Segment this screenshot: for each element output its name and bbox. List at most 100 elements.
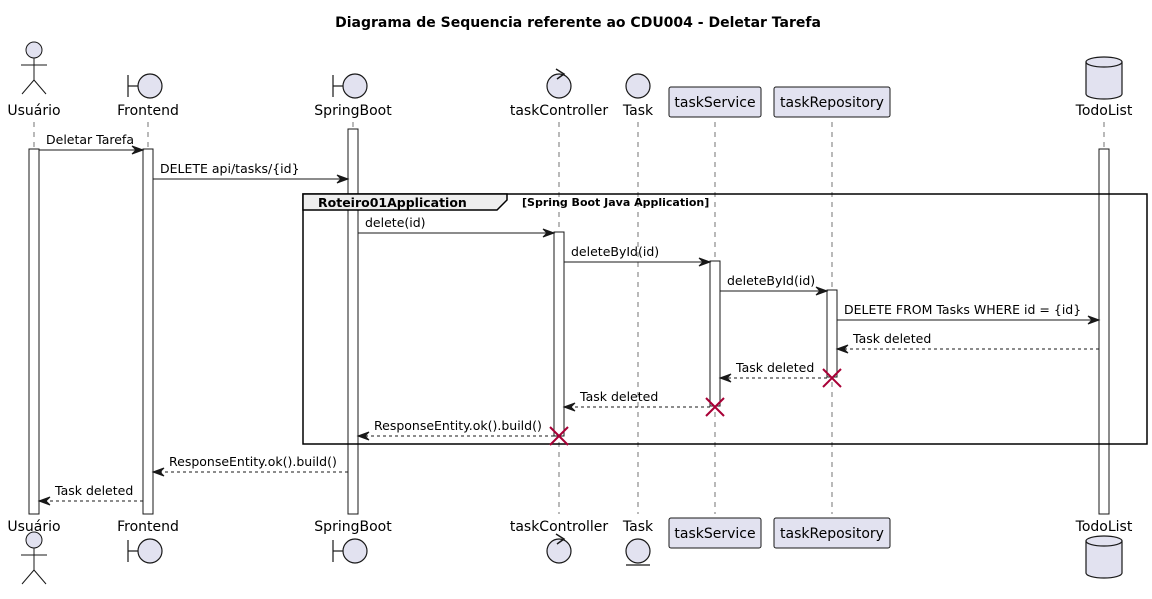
message-11: ResponseEntity.ok().build() xyxy=(151,454,348,477)
participant-label: Frontend xyxy=(117,103,179,119)
arrowhead xyxy=(835,344,849,354)
destroy-stroke xyxy=(822,368,842,388)
arrowhead xyxy=(698,257,712,267)
participant-label: Frontend xyxy=(117,519,179,535)
participant-box xyxy=(773,517,891,549)
actor-icon xyxy=(21,531,47,585)
destroy-mark xyxy=(822,368,842,388)
participant-label: Task xyxy=(622,103,654,119)
actor-leg xyxy=(21,569,35,585)
participant-taskrepository: taskRepository taskRepository xyxy=(773,86,891,549)
control-circle xyxy=(546,73,572,99)
actor-leg xyxy=(21,79,35,95)
participant-label: Task xyxy=(622,519,654,535)
arrowhead xyxy=(151,467,165,477)
participant-taskservice: taskService taskService xyxy=(668,86,762,549)
arrowhead xyxy=(356,431,370,441)
fragment-header xyxy=(302,193,508,211)
fragment-border xyxy=(302,193,1148,445)
message-5: deleteById(id) xyxy=(720,273,829,296)
diagram-title: Diagrama de Sequencia referente ao CDU00… xyxy=(335,15,821,31)
destroy-marks xyxy=(549,368,842,446)
message-label: DELETE api/tasks/{id} xyxy=(160,161,300,176)
message-label: Task deleted xyxy=(735,360,814,375)
participant-label: taskRepository xyxy=(780,95,884,111)
entity-circle xyxy=(625,73,651,99)
arrowhead xyxy=(37,496,51,506)
arrowhead xyxy=(1087,315,1101,325)
boundary-icon xyxy=(127,538,163,564)
message-label: Deletar Tarefa xyxy=(46,132,134,147)
message-label: ResponseEntity.ok().build() xyxy=(374,418,542,433)
participant-label: taskService xyxy=(674,95,755,111)
participant-box xyxy=(668,517,762,549)
actor-leg xyxy=(33,79,47,95)
entity-icon xyxy=(625,538,651,566)
destroy-mark xyxy=(549,426,569,446)
database-top xyxy=(1085,535,1123,547)
message-label: DELETE FROM Tasks WHERE id = {id} xyxy=(844,302,1081,317)
participant-label: taskService xyxy=(674,526,755,542)
arrowhead xyxy=(131,145,145,155)
message-10: ResponseEntity.ok().build() xyxy=(356,418,554,441)
message-label: ResponseEntity.ok().build() xyxy=(169,454,337,469)
message-4: deleteById(id) xyxy=(564,244,712,267)
activation-bar-taskcontroller xyxy=(553,231,565,437)
activation-bar-taskrepository xyxy=(826,289,838,378)
actor-icon xyxy=(21,41,47,95)
database-icon xyxy=(1085,535,1123,579)
message-1: Deletar Tarefa xyxy=(39,132,145,155)
control-icon xyxy=(546,533,572,564)
actor-head xyxy=(25,531,43,549)
boundary-circle xyxy=(137,538,163,564)
fragment-name: Roteiro01Application xyxy=(318,195,467,210)
activation-bar-todolist xyxy=(1098,148,1110,515)
arrowhead xyxy=(336,174,350,184)
actor-leg xyxy=(33,569,47,585)
participant-box xyxy=(668,86,762,118)
arrowhead xyxy=(542,228,556,238)
activation-bars xyxy=(28,128,1110,515)
activation-bar-springboot xyxy=(347,128,359,515)
activation-bar-taskservice xyxy=(709,260,721,407)
message-label: deleteById(id) xyxy=(727,273,815,288)
actor-head xyxy=(25,41,43,59)
message-2: DELETE api/tasks/{id} xyxy=(153,161,350,184)
participant-label: TodoList xyxy=(1075,519,1133,535)
participant-label: taskRepository xyxy=(780,526,884,542)
message-3: delete(id) xyxy=(358,215,556,238)
message-8: Task deleted xyxy=(718,360,827,383)
message-9: Task deleted xyxy=(562,389,710,412)
fragment-frame: Roteiro01Application [Spring Boot Java Ap… xyxy=(302,193,1148,445)
message-label: delete(id) xyxy=(365,215,426,230)
arrowhead xyxy=(718,373,732,383)
message-6: DELETE FROM Tasks WHERE id = {id} xyxy=(837,302,1101,325)
message-label: Task deleted xyxy=(852,331,931,346)
arrowhead xyxy=(562,402,576,412)
message-12: Task deleted xyxy=(37,483,143,506)
boundary-icon xyxy=(332,538,368,564)
participant-box xyxy=(773,86,891,118)
participant-label: Usuário xyxy=(7,519,60,535)
arrowhead xyxy=(815,286,829,296)
database-top xyxy=(1085,56,1123,68)
boundary-icon xyxy=(332,73,368,99)
boundary-icon xyxy=(127,73,163,99)
boundary-circle xyxy=(342,73,368,99)
control-arrow xyxy=(555,533,566,545)
destroy-stroke xyxy=(549,426,569,446)
message-label: deleteById(id) xyxy=(571,244,659,259)
destroy-mark xyxy=(705,397,725,417)
control-circle xyxy=(546,538,572,564)
entity-circle xyxy=(625,538,651,564)
participant-label: TodoList xyxy=(1075,103,1133,119)
fragment-condition: [Spring Boot Java Application] xyxy=(522,196,709,209)
activation-bar-frontend xyxy=(142,148,154,515)
